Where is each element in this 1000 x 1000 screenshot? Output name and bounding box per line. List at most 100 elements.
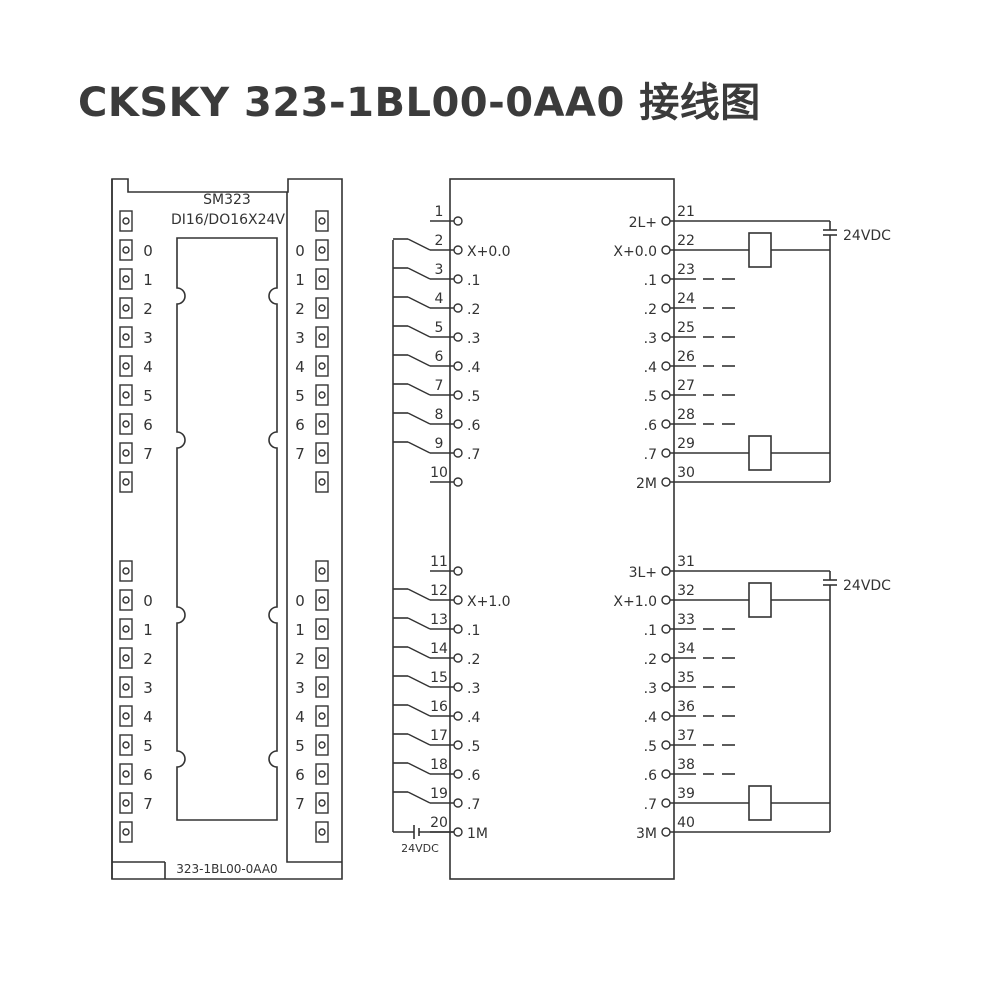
channel-label: 5 [143, 387, 153, 405]
terminal-label: 3L+ [629, 565, 657, 581]
led-cell [315, 821, 329, 843]
channel-label: 4 [295, 358, 305, 376]
terminal-39 [661, 798, 671, 808]
terminal-34 [661, 653, 671, 663]
input-switch [407, 441, 431, 454]
led-cell [119, 792, 133, 814]
led-cell [315, 647, 329, 669]
output-top_group: 212L+22X+0.023.124.225.326.427.528.629.7… [613, 204, 891, 492]
input-switch [407, 296, 431, 309]
led-cell [119, 618, 133, 640]
terminal-number: 25 [677, 320, 695, 336]
terminal-number: 4 [435, 291, 444, 307]
terminal-number: 5 [435, 320, 444, 336]
led-cell [315, 763, 329, 785]
channel-label: 4 [143, 708, 153, 726]
led-cell [119, 647, 133, 669]
terminal-number: 26 [677, 349, 695, 365]
terminal-label: .3 [644, 681, 657, 697]
terminal-12 [453, 595, 463, 605]
led-cell [315, 413, 329, 435]
terminal-10 [453, 477, 463, 487]
led-indicator [122, 420, 130, 428]
led-cell [315, 676, 329, 698]
terminal-number: 21 [677, 204, 695, 220]
input-switch [407, 704, 431, 717]
input-switch [407, 238, 431, 251]
led-cell [119, 734, 133, 756]
led-indicator [122, 799, 130, 807]
terminal-number: 9 [435, 436, 444, 452]
led-indicator [122, 362, 130, 370]
channel-label: 1 [143, 271, 153, 289]
output-supply-label: 24VDC [843, 228, 891, 244]
terminal-label: .1 [467, 273, 480, 289]
led-indicator [122, 567, 130, 575]
terminal-2 [453, 245, 463, 255]
right-led-strip-top [315, 210, 329, 493]
terminal-16 [453, 711, 463, 721]
led-indicator [318, 683, 326, 691]
led-indicator [122, 246, 130, 254]
led-indicator [122, 654, 130, 662]
channel-label: 2 [143, 650, 153, 668]
channel-label: 6 [143, 766, 153, 784]
output-load-coil [748, 785, 772, 821]
input-switch [407, 354, 431, 367]
input-switch [407, 733, 431, 746]
terminal-wiring-view: 12X+0.03.14.25.36.47.58.69.7101112X+1.01… [392, 178, 891, 880]
terminal-35 [661, 682, 671, 692]
terminal-number: 35 [677, 670, 695, 686]
terminal-label: X+1.0 [467, 594, 511, 610]
terminal-number: 15 [430, 670, 448, 686]
led-indicator [318, 246, 326, 254]
led-indicator [318, 741, 326, 749]
input-switch [407, 762, 431, 775]
terminal-label: X+0.0 [613, 244, 657, 260]
terminal-number: 38 [677, 757, 695, 773]
terminal-28 [661, 419, 671, 429]
terminal-number: 13 [430, 612, 448, 628]
channel-label: 4 [143, 358, 153, 376]
led-cell [315, 268, 329, 290]
module-outline [111, 178, 343, 880]
channel-label: 5 [295, 387, 305, 405]
channel-label: 6 [295, 416, 305, 434]
terminal-31 [661, 566, 671, 576]
led-cell [315, 618, 329, 640]
channel-label: 3 [143, 679, 153, 697]
left-led-strip-top [119, 210, 133, 493]
module-name: SM323 [203, 192, 251, 208]
channel-label: 1 [143, 621, 153, 639]
terminal-number: 33 [677, 612, 695, 628]
terminal-number: 19 [430, 786, 448, 802]
terminal-15 [453, 682, 463, 692]
channel-label: 7 [143, 445, 153, 463]
input-switch [407, 412, 431, 425]
led-indicator [122, 596, 130, 604]
terminal-label: .1 [644, 273, 657, 289]
led-cell [315, 239, 329, 261]
terminal-6 [453, 361, 463, 371]
module-bottom-label: 323-1BL00-0AA0 [176, 862, 277, 876]
output-load-coil [748, 435, 772, 471]
led-indicator [318, 333, 326, 341]
input-switch [407, 588, 431, 601]
terminal-4 [453, 303, 463, 313]
channel-label: 2 [143, 300, 153, 318]
led-indicator [122, 275, 130, 283]
channel-label: 5 [295, 737, 305, 755]
terminal-14 [453, 653, 463, 663]
terminal-5 [453, 332, 463, 342]
terminal-number: 34 [677, 641, 695, 657]
terminal-9 [453, 448, 463, 458]
input-switch [407, 675, 431, 688]
terminal-label: 2M [636, 476, 657, 492]
terminal-label: .7 [644, 447, 657, 463]
led-cell [315, 734, 329, 756]
input-switch [407, 383, 431, 396]
terminal-number: 40 [677, 815, 695, 831]
led-cell [315, 471, 329, 493]
terminal-26 [661, 361, 671, 371]
led-cell [315, 326, 329, 348]
